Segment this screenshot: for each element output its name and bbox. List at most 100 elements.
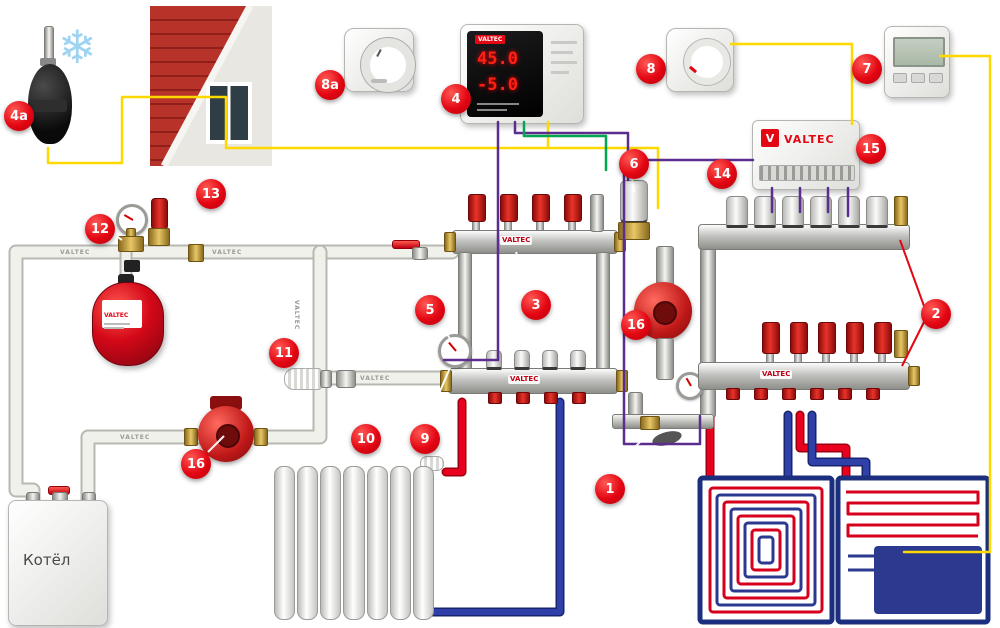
callout-label: 12 [90,221,110,237]
callout-label: 4 [451,91,461,107]
callout-8: 8 [636,54,666,84]
callout-label: 4a [10,108,28,124]
tank-label-line [104,327,124,329]
flow-meter [846,322,864,354]
flow-meter [468,194,486,222]
manual-valve-cap [570,350,586,370]
callout-label: 5 [425,302,435,318]
callout-16-left: 16 [181,449,211,479]
flowmeter-stem [822,352,830,362]
radiator-section [343,466,365,620]
callout-label: 14 [712,166,732,182]
radiator [274,466,434,620]
yellow-wires [46,42,992,554]
pipe-brand-print: VALTEC [212,249,243,256]
callout-2: 2 [921,299,951,329]
callout-8a: 8a [315,70,345,100]
brass-air-vent [894,330,908,358]
callout-label: 15 [861,141,881,157]
radiator-section [320,466,342,620]
radiator-section [389,466,411,620]
drain-cap [810,388,824,400]
wiring-center-brand: VALTEC [784,133,835,146]
controller-label-line [551,51,573,54]
center-manifold-top-rail [452,230,618,254]
outdoor-sensor-collar [40,58,56,66]
callout-label: 9 [420,431,430,447]
drain-cap [866,388,880,400]
brass-air-vent [894,196,908,226]
callout-label: 11 [274,345,294,361]
dial-thermostat [344,28,415,92]
callout-label: 16 [186,456,206,472]
pump-union [184,428,198,446]
radiator-section [412,466,434,620]
drain-cap [726,388,740,400]
pump-outlet-pipe [656,338,674,380]
outdoor-sensor-band [33,100,67,112]
callout-lines [112,177,719,477]
valtec-logo-icon: V [761,129,779,147]
flowmeter-stem [766,352,774,362]
flow-meter [500,194,518,222]
ball-valve-body [412,247,428,260]
drain-cap [544,392,558,404]
manifold-end-fitting [908,366,920,386]
manifold-brand-label: VALTEC [508,375,541,384]
mixing-unit-fitting [640,416,660,430]
callout-4: 4 [441,84,471,114]
ball-valve-handle [392,240,420,249]
boiler-label: Котёл [23,551,71,569]
callout-7: 7 [852,54,882,84]
callout-label: 3 [531,297,541,313]
callout-4a: 4a [4,101,34,131]
radiator-section [274,466,296,620]
callout-14: 14 [707,159,737,189]
callout-label: 8 [646,61,656,77]
drain-cap [516,392,530,404]
green-wire [522,120,608,172]
callout-11: 11 [269,338,299,368]
thermostat-button [911,73,925,83]
tank-brand-text: VALTEC [104,312,129,319]
safety-valve-body [148,228,170,246]
flow-meter [790,322,808,354]
mixing-unit-pipe [612,414,714,429]
right-manifold-bottom-rail [698,362,910,390]
callout-label: 1 [605,481,615,497]
flow-meter [762,322,780,354]
valve-actuator-cap [810,196,832,228]
thermostat-button [929,73,943,83]
thermostat-slot [371,79,387,83]
controller-display-panel: VALTEC 45.0 -5.0 [467,31,543,117]
pressure-gauge [438,334,472,368]
manual-valve-cap [514,350,530,370]
valve-adapter [320,370,332,388]
radiator-section [366,466,388,620]
floor-loop-serpentine [835,475,991,625]
snowflake-glyph: ❄ [58,20,97,74]
actuator-valve-body [618,222,650,240]
flow-meter [532,194,550,222]
callout-12: 12 [85,214,115,244]
weather-controller: VALTEC 45.0 -5.0 [460,24,584,124]
callout-16-center: 16 [621,310,651,340]
pump-union [254,428,268,446]
drain-cap [488,392,502,404]
valve-actuator-cap [866,196,888,228]
callout-label: 10 [356,431,376,447]
purple-wires [442,120,850,446]
house-illustration [150,4,272,168]
callout-label: 13 [201,186,221,202]
callout-lines-red [899,239,925,367]
callout-3: 3 [521,290,551,320]
thermostat-lcd [893,37,945,67]
callout-1: 1 [595,474,625,504]
callout-9: 9 [410,424,440,454]
controller-label-line [551,71,569,74]
drain-cap [754,388,768,400]
callout-15: 15 [856,134,886,164]
flowmeter-stem [568,220,576,230]
